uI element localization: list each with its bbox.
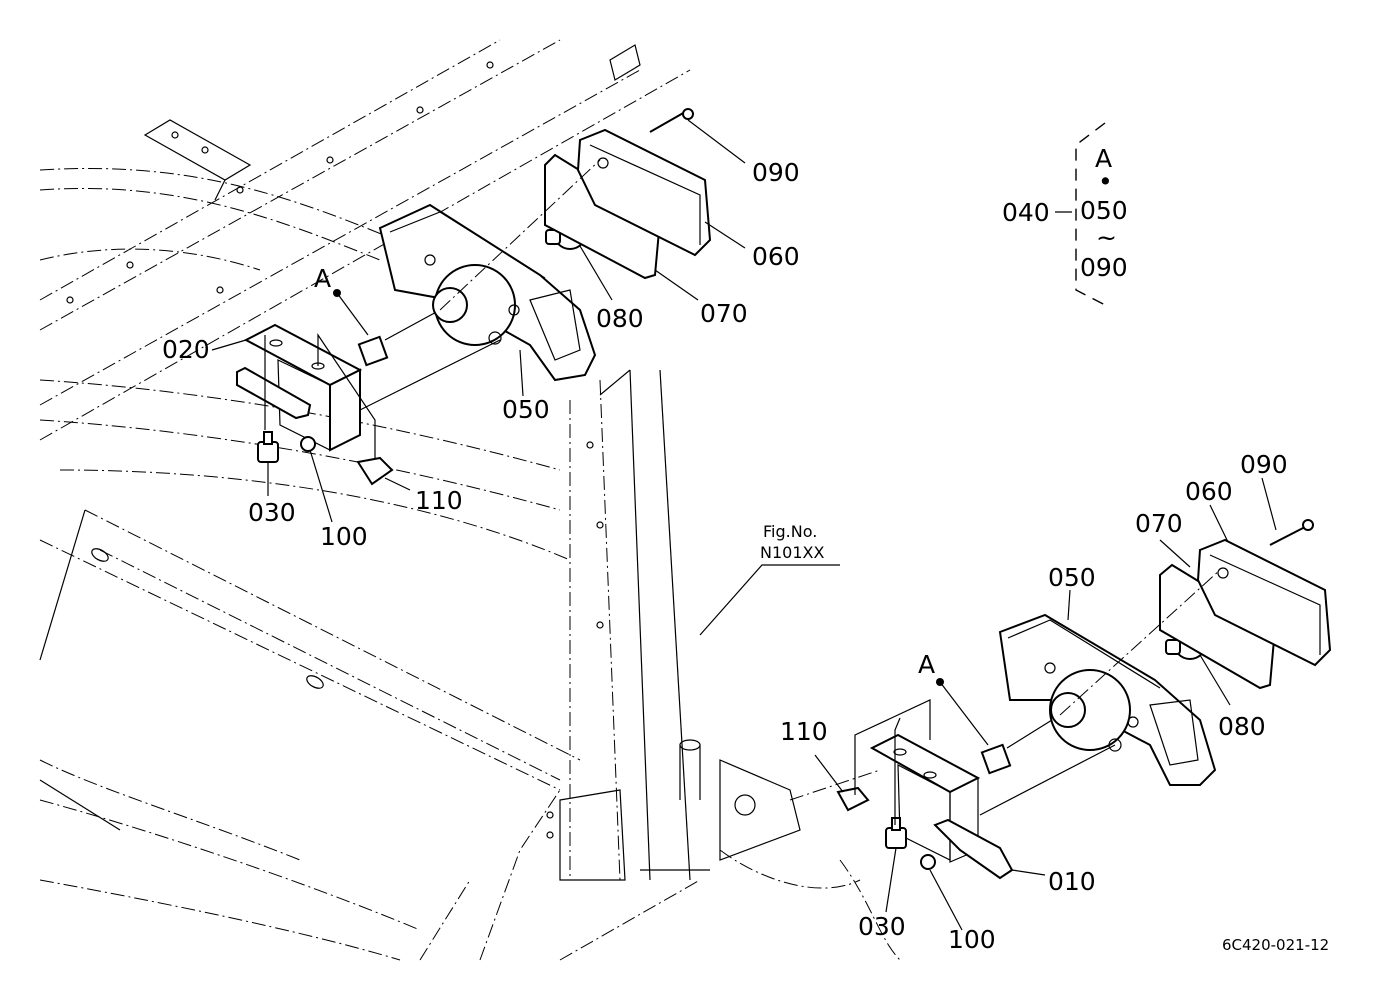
group-note-dot: • (1098, 167, 1113, 196)
label-left-110: 110 (415, 486, 463, 515)
label-left-030: 030 (248, 498, 296, 527)
label-right-110: 110 (780, 717, 828, 746)
left-grommet-030 (257, 431, 279, 463)
right-screw-090 (1269, 526, 1306, 546)
left-lamp-assembly (211, 108, 746, 523)
label-right-connector-a: A (918, 650, 935, 679)
label-left-070: 070 (700, 299, 748, 328)
left-bracket-020 (236, 323, 363, 452)
label-left-090: 090 (752, 158, 800, 187)
label-right-070: 070 (1135, 509, 1183, 538)
right-screw-100 (920, 854, 936, 870)
left-lens-060 (576, 128, 712, 257)
figure-code: 6C420-021-12 (1222, 936, 1329, 954)
label-right-050: 050 (1048, 563, 1096, 592)
left-clamp-110 (356, 456, 394, 486)
label-right-080: 080 (1218, 712, 1266, 741)
group-note-tilde: ~ (1096, 223, 1117, 252)
figure-reference-line2: N101XX (760, 543, 824, 562)
part-labels: 020 030 100 110 050 080 070 060 090 A 01… (162, 144, 1329, 954)
right-lens-060 (1196, 538, 1332, 667)
label-right-010: 010 (1048, 867, 1096, 896)
right-lamp-housing-050 (998, 613, 1217, 786)
label-left-050: 050 (502, 395, 550, 424)
left-lamp-housing-050 (378, 203, 597, 382)
label-left-060: 060 (752, 242, 800, 271)
group-note-to: 090 (1080, 253, 1128, 282)
label-right-090: 090 (1240, 450, 1288, 479)
right-connector (936, 678, 1061, 775)
right-grommet-030 (885, 817, 907, 849)
label-left-connector-a: A (314, 264, 331, 293)
figure-reference-leader (699, 564, 840, 636)
left-connector (333, 289, 441, 367)
group-note-from: 050 (1080, 196, 1128, 225)
group-note-marker: A (1095, 144, 1112, 173)
group-note-bracket (1055, 122, 1106, 306)
label-left-100: 100 (320, 522, 368, 551)
left-gasket-070 (544, 153, 662, 280)
right-gasket-070 (1159, 563, 1277, 690)
right-lamp-assembly (814, 477, 1332, 931)
group-note-parent: 040 (1002, 198, 1050, 227)
label-left-020: 020 (162, 335, 210, 364)
left-screw-090 (649, 111, 686, 133)
label-left-080: 080 (596, 304, 644, 333)
right-clamp-110 (836, 786, 870, 812)
label-right-030: 030 (858, 912, 906, 941)
left-screw-100 (300, 436, 316, 452)
label-right-060: 060 (1185, 477, 1233, 506)
label-right-100: 100 (948, 925, 996, 954)
figure-reference-line1: Fig.No. (763, 522, 817, 541)
frame-structure (39, 39, 901, 961)
